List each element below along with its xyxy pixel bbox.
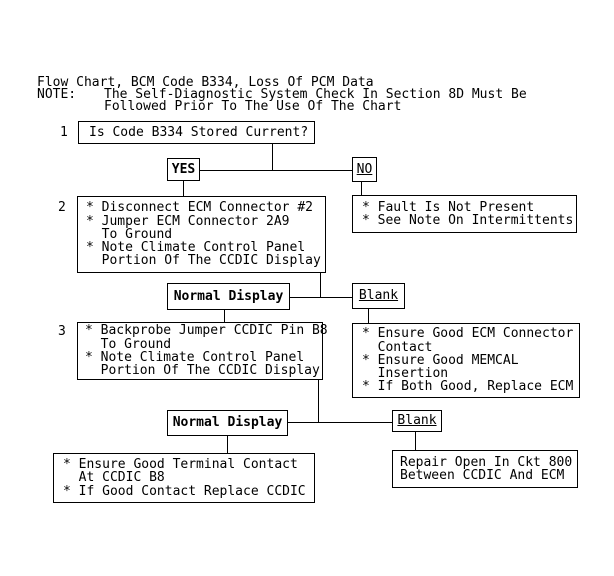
blank1-box: Blank (352, 283, 405, 309)
step2-action-text: * Disconnect ECM Connector #2 * Jumper E… (86, 200, 321, 269)
step1-number: 1 (60, 125, 68, 140)
repair-circuit-text: Repair Open In Ckt 800 Between CCDIC And… (400, 454, 573, 483)
step2-number: 2 (58, 200, 66, 215)
step1-question-box: Is Code B334 Stored Current? (78, 121, 315, 144)
step1-question-text: Is Code B334 Stored Current? (89, 124, 309, 140)
no-label: NO (356, 161, 373, 177)
connector-normal2-down (227, 435, 228, 453)
connector-normal1-down (224, 309, 225, 322)
step3-action-text: * Backprobe Jumper CCDIC Pin B8 To Groun… (85, 323, 328, 379)
normal-display2-box: Normal Display (167, 410, 288, 436)
blank2-label: Blank (397, 413, 437, 429)
connector-junction1-horizontal (290, 297, 353, 298)
blank1-label: Blank (358, 288, 399, 304)
step2-action-box: * Disconnect ECM Connector #2 * Jumper E… (77, 196, 326, 273)
note-text-line2: Followed Prior To The Use Of The Chart (104, 99, 402, 114)
normal-display2-label: Normal Display (172, 415, 283, 431)
note-label: NOTE: (37, 87, 77, 102)
step3-action-box: * Backprobe Jumper CCDIC Pin B8 To Groun… (77, 322, 328, 380)
normal-display1-box: Normal Display (167, 283, 290, 310)
page-title: Flow Chart, BCM Code B334, Loss Of PCM D… (37, 75, 374, 90)
connector-step2-down (320, 272, 321, 297)
connector-junction2-horizontal (288, 422, 392, 423)
connector-blank2-down (415, 431, 416, 450)
connector-step3-down (318, 379, 319, 422)
no-box: NO (352, 157, 377, 182)
fault-not-present-text: * Fault Is Not Present * See Note On Int… (362, 199, 574, 228)
fault-not-present-box: * Fault Is Not Present * See Note On Int… (352, 195, 577, 233)
normal-display1-label: Normal Display (173, 288, 284, 304)
connector-no-down (361, 181, 362, 195)
repair-circuit-box: Repair Open In Ckt 800 Between CCDIC And… (392, 450, 578, 488)
ccdic-terminal-box: * Ensure Good Terminal Contact At CCDIC … (53, 453, 315, 503)
ecm-check-box: * Ensure Good ECM Connector Contact * En… (352, 323, 580, 398)
note-text-line1: The Self-Diagnostic System Check In Sect… (104, 87, 527, 102)
connector-blank1-down (368, 308, 369, 323)
ecm-check-text: * Ensure Good ECM Connector Contact * En… (362, 326, 574, 395)
connector-yes-no-horizontal (200, 170, 352, 171)
connector-step1-down (272, 143, 273, 171)
connector-yes-down (183, 180, 184, 196)
step3-number: 3 (58, 324, 66, 339)
yes-label: YES (171, 161, 196, 177)
ccdic-terminal-text: * Ensure Good Terminal Contact At CCDIC … (63, 457, 306, 499)
yes-box: YES (167, 158, 200, 181)
blank2-box: Blank (392, 410, 442, 432)
